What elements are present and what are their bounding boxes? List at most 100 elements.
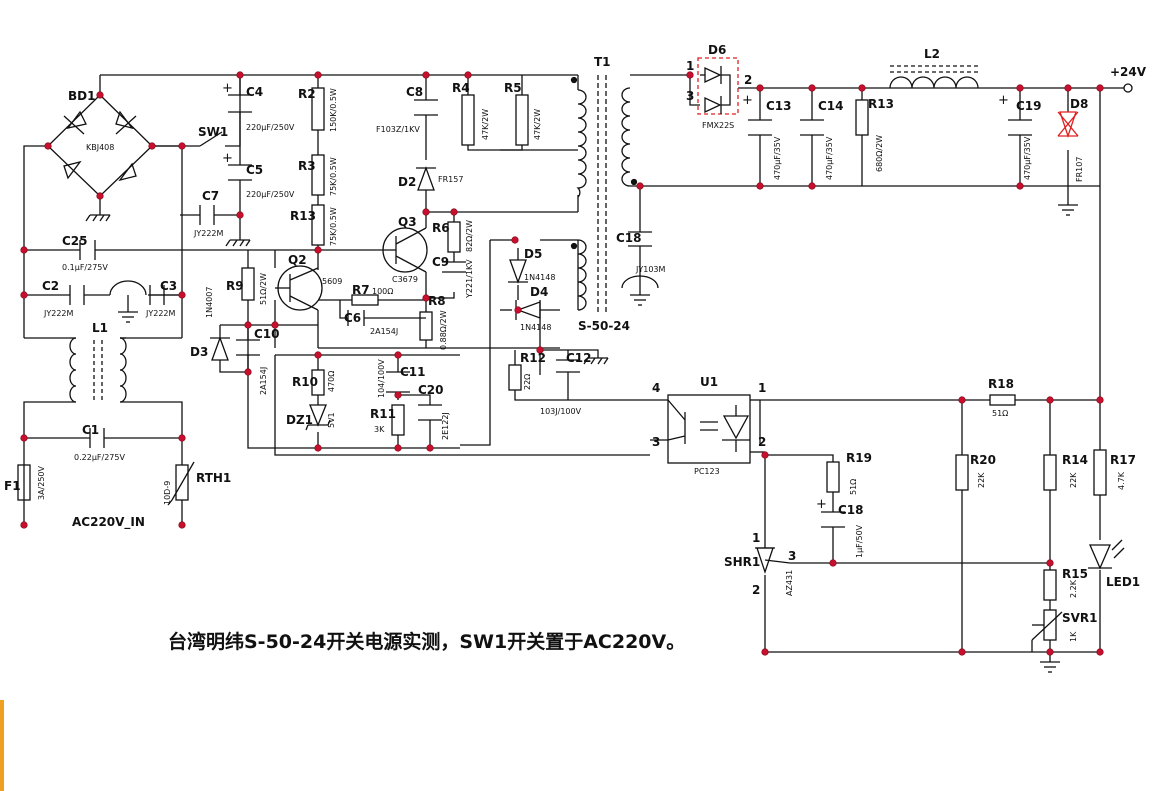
capacitor-shapes (69, 94, 1032, 528)
value-c6: 2A154J (370, 327, 398, 336)
label-r17: R17 (1110, 453, 1136, 467)
value-r15: 2.2K (1069, 579, 1078, 598)
label-r11: R11 (370, 407, 396, 421)
label-f1: F1 (4, 479, 21, 493)
value-d5: 1N4148 (524, 273, 555, 282)
value-c14: 470μF/35V (825, 136, 834, 180)
label-r3: R3 (298, 159, 316, 173)
label-c3: C3 (160, 279, 177, 293)
label-q2: Q2 (288, 253, 307, 267)
label-r10: R10 (292, 375, 318, 389)
value-r19: 51Ω (849, 479, 858, 495)
label-u1-pin2: 2 (758, 435, 766, 449)
value-c5: 220μF/250V (246, 190, 295, 199)
label-d3: D3 (190, 345, 208, 359)
label-d6-pin1: 1 (686, 59, 694, 73)
label-u1-pin1: 1 (758, 381, 766, 395)
label-r13-output: R13 (868, 97, 894, 111)
value-c4: 220μF/250V (246, 123, 295, 132)
value-r12: 22Ω (523, 374, 532, 390)
label-r13-primary: R13 (290, 209, 316, 223)
component-labels: BD1 KBJ408 SW1 C4 220μF/250V C5 220μF/25… (4, 43, 1147, 642)
value-r4: 47K/2W (481, 109, 490, 140)
value-q3: C3679 (392, 275, 418, 284)
value-c25: 0.1μF/275V (62, 263, 108, 272)
fuse-and-thermistor (17, 461, 195, 506)
label-c12: C12 (566, 351, 592, 365)
value-c3: JY222M (145, 309, 176, 318)
edge-accent-bar (0, 700, 4, 791)
label-shr1-pin1: 1 (752, 531, 760, 545)
label-d6-pin2: 2 (744, 73, 752, 87)
label-r14: R14 (1062, 453, 1088, 467)
transformer-t1 (570, 75, 638, 315)
value-c2: JY222M (43, 309, 74, 318)
label-sw1: SW1 (198, 125, 228, 139)
value-c8: F103Z/1KV (376, 125, 420, 134)
switch-sw1 (199, 131, 223, 147)
value-q2: 5609 (322, 277, 342, 286)
svg-text:+: + (222, 151, 233, 166)
label-bd1: BD1 (68, 89, 95, 103)
label-c10: C10 (254, 327, 280, 341)
label-r19: R19 (846, 451, 872, 465)
value-r18: 51Ω (992, 409, 1008, 418)
value-c20: 2E122J (441, 412, 450, 440)
value-r3: 75K/0.5W (329, 157, 338, 196)
label-r2: R2 (298, 87, 316, 101)
label-c9: C9 (432, 255, 449, 269)
label-u1: U1 (700, 375, 718, 389)
value-shr1: AZ431 (785, 570, 794, 596)
value-c11: 104/100V (377, 359, 386, 398)
label-r8: R8 (428, 294, 446, 308)
label-r6: R6 (432, 221, 450, 235)
dual-diode-d6 (697, 57, 739, 115)
value-r14: 22K (1069, 472, 1078, 488)
label-r4: R4 (452, 81, 470, 95)
label-d5: D5 (524, 247, 542, 261)
label-shr1-pin2: 2 (752, 583, 760, 597)
transistor-shapes (275, 227, 428, 311)
value-c10: 2A154J (259, 367, 268, 395)
label-c18-output: C18 (838, 503, 864, 517)
value-r11: 3K (374, 425, 385, 434)
label-r12: R12 (520, 351, 546, 365)
optocoupler-u1 (650, 394, 765, 464)
label-r7: R7 (352, 283, 370, 297)
value-r13-primary: 75K/0.5W (329, 207, 338, 246)
value-r13-output: 680Ω/2W (875, 135, 884, 172)
label-r20: R20 (970, 453, 996, 467)
value-r5: 47K/2W (533, 109, 542, 140)
label-c14: C14 (818, 99, 844, 113)
label-c6: C6 (344, 311, 361, 325)
diode-shapes (210, 111, 1125, 575)
value-d2: FR157 (438, 175, 463, 184)
label-c8: C8 (406, 85, 423, 99)
label-c13: C13 (766, 99, 792, 113)
value-r7: 100Ω (372, 287, 393, 296)
value-dz1: 5V1 (327, 412, 336, 428)
label-c20: C20 (418, 383, 444, 397)
value-c13: 470μF/35V (773, 136, 782, 180)
label-c7: C7 (202, 189, 219, 203)
svg-text:+: + (742, 93, 753, 108)
label-c5: C5 (246, 163, 263, 177)
label-shr1-pin3: 3 (788, 549, 796, 563)
label-r9: R9 (226, 279, 244, 293)
value-d6: FMX22S (702, 121, 734, 130)
label-d6-pin3: 3 (686, 89, 694, 103)
label-l2: L2 (924, 47, 940, 61)
label-d8: D8 (1070, 97, 1088, 111)
value-d8: FR107 (1075, 157, 1084, 182)
label-u1-pin3: 3 (652, 435, 660, 449)
ground-symbols (85, 204, 1079, 673)
value-d3: 1N4007 (205, 287, 214, 318)
label-d6: D6 (708, 43, 726, 57)
output-terminal (1123, 83, 1133, 93)
value-c1: 0.22μF/275V (74, 453, 125, 462)
inductor-shapes (69, 65, 980, 403)
label-ac-input: AC220V_IN (72, 515, 145, 530)
value-c19: 470μF/35V (1023, 136, 1032, 180)
label-c2: C2 (42, 279, 59, 293)
